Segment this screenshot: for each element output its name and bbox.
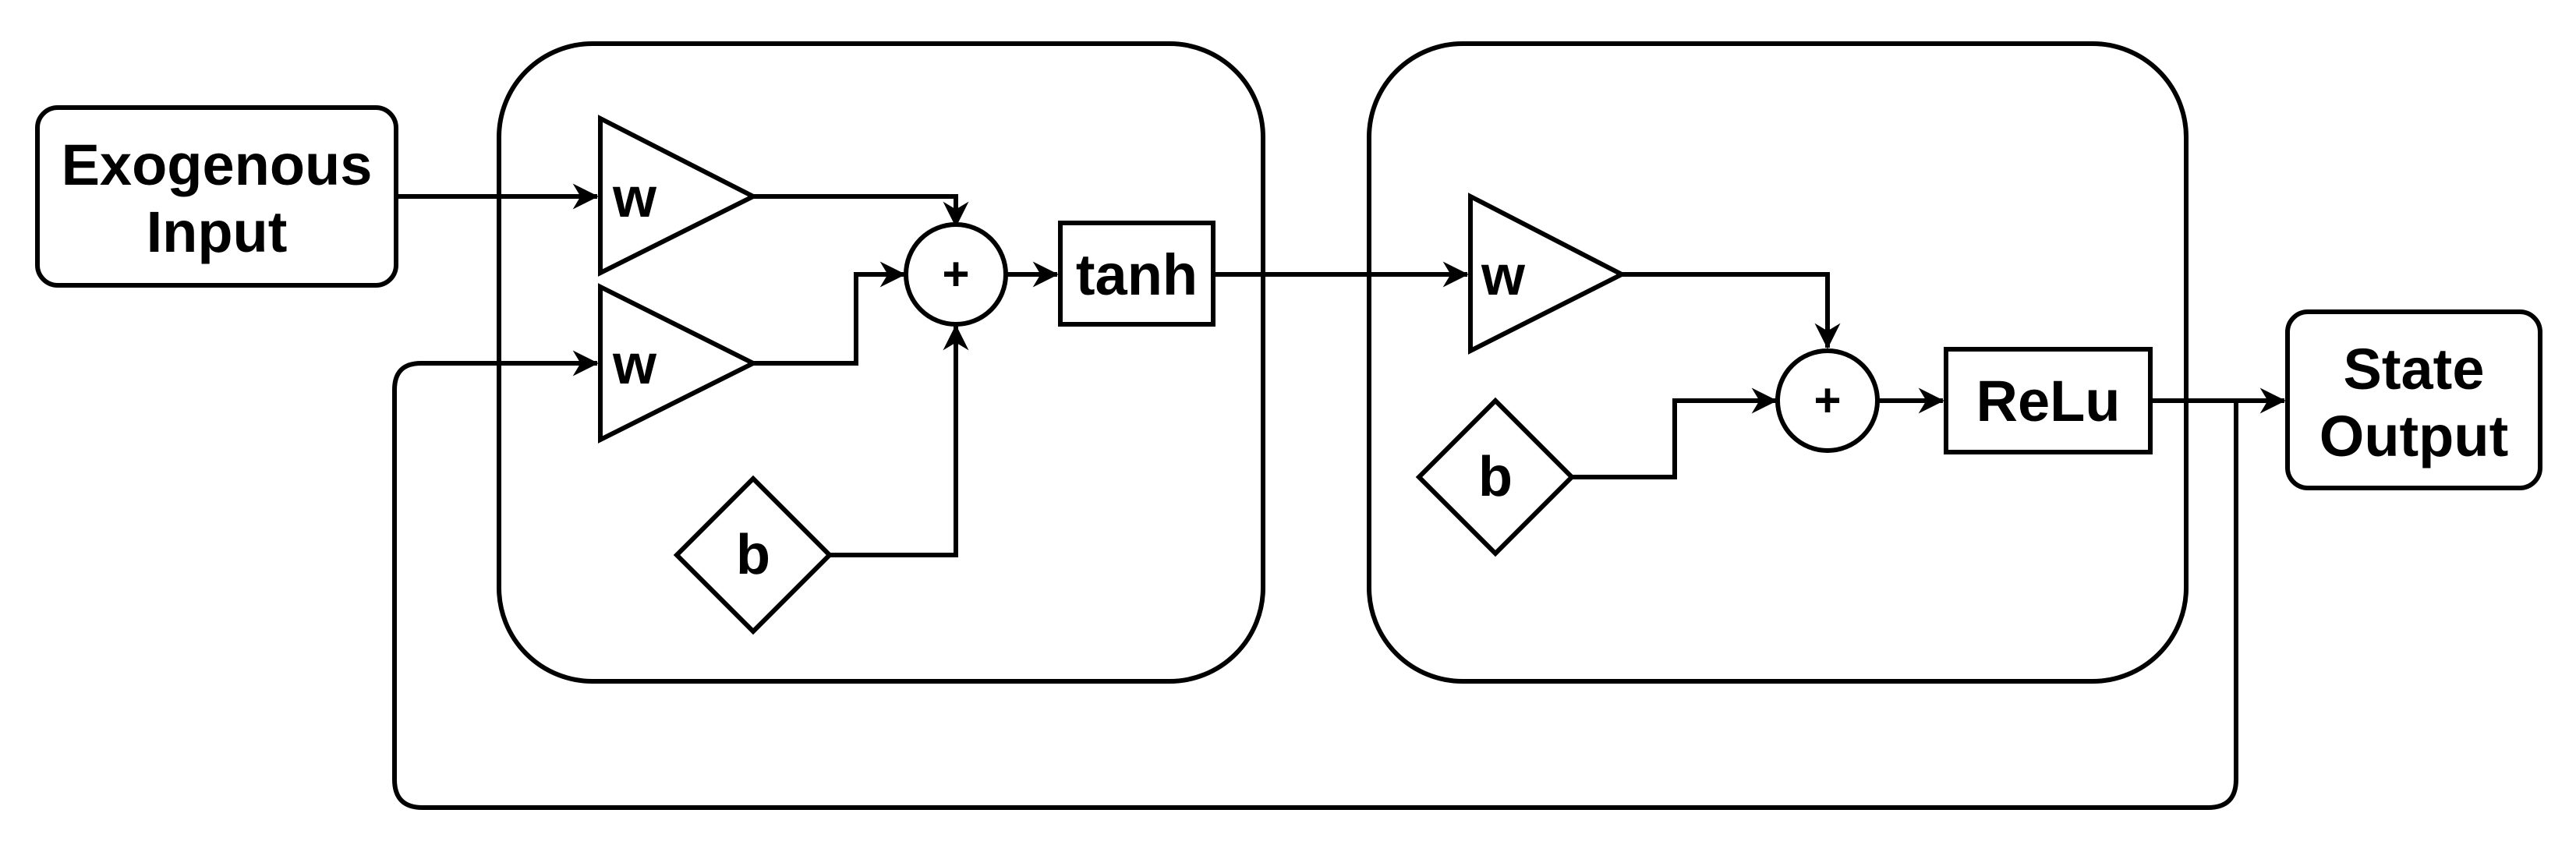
edge-b1-to-sum1: [830, 324, 969, 557]
sum2-node: +: [1775, 348, 1880, 453]
sum1-label: +: [942, 248, 969, 300]
bias2-label: b: [1478, 446, 1513, 508]
relu-node: ReLu: [1944, 347, 2153, 454]
exogenous-input-node: Exogenous Input: [35, 105, 398, 288]
layer2-container: [1367, 41, 2189, 684]
weight-top-label: w: [612, 167, 657, 229]
edge-w2-to-sum1: [753, 261, 906, 366]
weight-layer2-node: w: [1468, 193, 1627, 355]
weight-top-node: w: [598, 115, 759, 277]
relu-label: ReLu: [1976, 369, 2121, 433]
state-output-label-line1: State: [2344, 337, 2485, 401]
state-output-label-line2: Output: [2319, 404, 2508, 468]
edge-w3-to-sum2: [1622, 272, 1841, 349]
weight-bottom-label: w: [612, 334, 657, 396]
bias1-node: b: [673, 475, 833, 635]
exogenous-input-label-line2: Input: [147, 200, 288, 264]
sum2-label: +: [1813, 374, 1841, 426]
exogenous-input-label-line1: Exogenous: [62, 133, 373, 197]
tanh-label: tanh: [1076, 242, 1198, 307]
weight-layer2-label: w: [1481, 245, 1526, 307]
sum1-node: +: [904, 222, 1008, 327]
bias2-node: b: [1415, 397, 1576, 557]
weight-bottom-node: w: [598, 283, 759, 444]
state-output-node: State Output: [2285, 309, 2542, 490]
tanh-node: tanh: [1058, 221, 1215, 327]
bias1-label: b: [736, 524, 770, 586]
edge-feedback-loop: [392, 350, 2238, 810]
edge-w1-to-sum1: [753, 194, 969, 228]
edge-b2-to-sum2: [1572, 387, 1778, 479]
